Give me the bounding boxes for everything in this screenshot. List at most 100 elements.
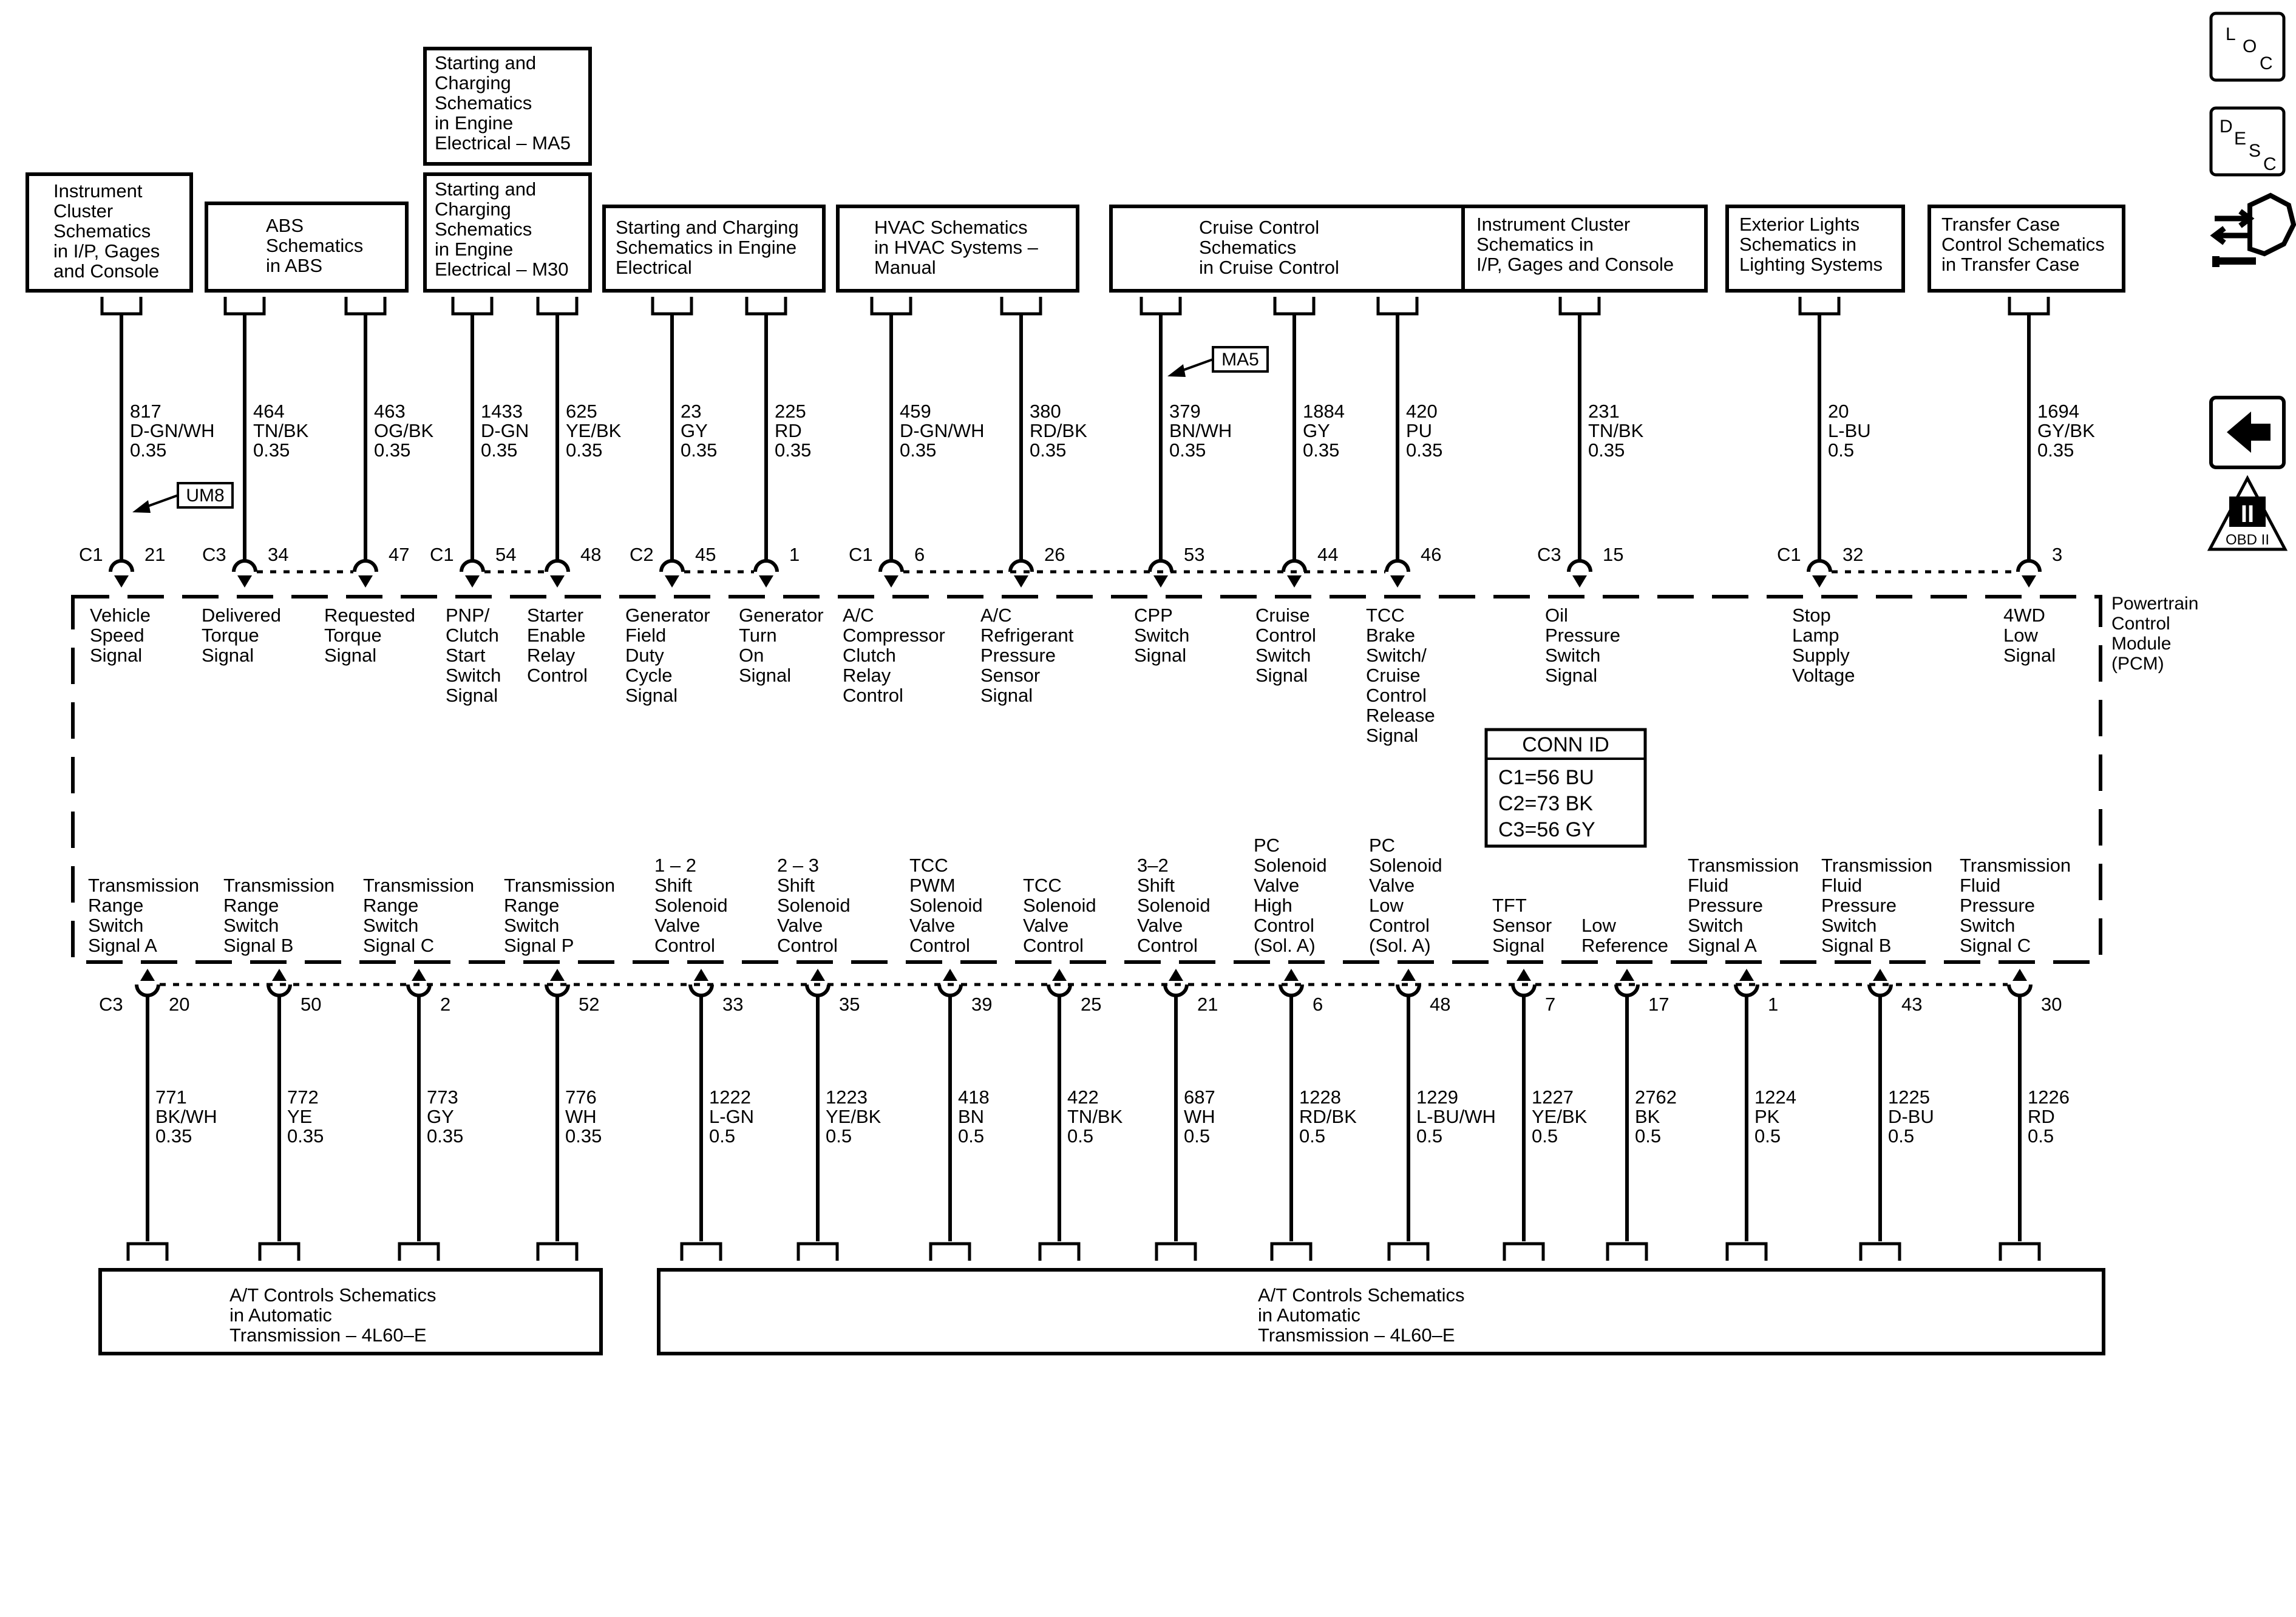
pin-function-line: Transmission	[1821, 855, 1932, 876]
conn-id-line: C3=56 GY	[1498, 818, 1595, 841]
reference-box-label: Schematics in Engine	[616, 237, 796, 258]
reference-box-label: Schematics	[435, 219, 532, 240]
pin-function-line: Control	[527, 665, 588, 686]
pin-function-line: Switch	[504, 915, 559, 936]
wire-gauge: 0.35	[775, 439, 811, 461]
circuit-number: 2762	[1635, 1086, 1677, 1108]
obd-label: OBD II	[2226, 532, 2269, 548]
reference-box-label: Transmission – 4L60–E	[1258, 1324, 1455, 1346]
harness-connector-icon[interactable]	[2210, 192, 2296, 267]
reference-box-label: Electrical – M30	[435, 259, 569, 280]
connector-bracket	[1387, 1242, 1430, 1261]
box-connector-icon	[796, 1242, 839, 1261]
pcm-module-outline	[71, 595, 2102, 964]
wire-color: OG/BK	[374, 420, 434, 441]
circuit-number: 776	[565, 1086, 597, 1108]
circuit-number: 422	[1067, 1086, 1099, 1108]
callout-label: UM8	[186, 486, 224, 506]
desc-frame[interactable]	[2209, 106, 2286, 177]
wire-color: L-GN	[709, 1106, 754, 1127]
pin-function-line: Signal	[739, 665, 791, 686]
reference-box-label: A/T Controls Schematics	[1258, 1284, 1465, 1306]
pin-function-line: Enable	[527, 625, 586, 646]
pin-function-line: Transmission	[223, 875, 335, 896]
arrow-head-icon	[132, 500, 151, 513]
circuit-number: 380	[1030, 401, 1061, 422]
wire-color: BN/WH	[1169, 420, 1232, 441]
wire-gauge: 0.35	[374, 439, 410, 461]
reference-box-label: in ABS	[266, 255, 322, 276]
circuit-number: 687	[1184, 1086, 1215, 1108]
reference-box-label: Schematics in	[1476, 234, 1594, 255]
circuit-number: 418	[958, 1086, 990, 1108]
box-connector-icon	[1387, 1242, 1430, 1261]
wire-gauge: 0.35	[900, 439, 936, 461]
reference-box-label: Schematics	[1199, 237, 1296, 258]
arrow-head-icon	[1167, 364, 1186, 377]
pin-function-line: Signal P	[504, 935, 574, 956]
circuit-number: 773	[427, 1086, 458, 1108]
pin-function-line: Turn	[739, 625, 777, 646]
loc-letter: C	[2260, 53, 2273, 73]
circuit-number: 420	[1406, 401, 1438, 422]
connector-id: C1	[430, 544, 454, 565]
desc-button[interactable]: D E S C	[2209, 106, 2286, 177]
pin-number: 48	[580, 544, 601, 565]
loc-frame[interactable]	[2209, 12, 2286, 82]
wire-color: YE/BK	[566, 420, 622, 441]
box-connector-icon	[680, 1242, 722, 1261]
pin-function-line: Signal	[202, 645, 254, 666]
loc-button[interactable]: L O C	[2209, 12, 2286, 82]
pin-arrow	[1052, 969, 1067, 981]
connector-bracket	[1503, 1242, 1545, 1261]
conn-id-line: C2=73 BK	[1498, 792, 1593, 815]
reference-box-label: in HVAC Systems –	[874, 237, 1039, 258]
connector-bracket	[1859, 1242, 1901, 1261]
pin-number: 7	[1545, 994, 1555, 1015]
pin-function-line: Release	[1366, 705, 1435, 726]
wire-color: GY	[1303, 420, 1330, 441]
pin-function-line: Duty	[625, 645, 664, 666]
pin-number: 6	[1313, 994, 1323, 1015]
pin-number: 54	[495, 544, 516, 565]
pin-function-line: Solenoid	[1369, 855, 1442, 876]
pin-arrow	[810, 969, 825, 981]
pin-arc	[1148, 559, 1173, 572]
pin-function-line: TCC	[909, 855, 948, 876]
circuit-number: 464	[253, 401, 285, 422]
conn-id-box: CONN ID C1=56 BU C2=73 BK C3=56 GY	[1484, 728, 1647, 848]
pin-arrow	[1284, 969, 1299, 981]
reference-box-frame	[25, 172, 193, 293]
pin-function-line: Control	[1137, 935, 1198, 956]
pin-number: 1	[789, 544, 800, 565]
circuit-number: 23	[681, 401, 701, 422]
wire-color: D-GN/WH	[900, 420, 984, 441]
box-connector-icon	[1999, 1242, 2041, 1261]
pin-function-line: Range	[504, 895, 559, 916]
wire-color: D-GN	[481, 420, 529, 441]
pin-function-line: Generator	[625, 605, 710, 626]
pin-function-line: Signal	[1545, 665, 1597, 686]
back-button[interactable]	[2209, 396, 2286, 469]
pin-function-line: Solenoid	[1023, 895, 1096, 916]
wire-color: GY/BK	[2037, 420, 2095, 441]
pin-function-line: Solenoid	[1137, 895, 1211, 916]
wire-gauge: 0.35	[155, 1125, 192, 1147]
circuit-number: 225	[775, 401, 806, 422]
